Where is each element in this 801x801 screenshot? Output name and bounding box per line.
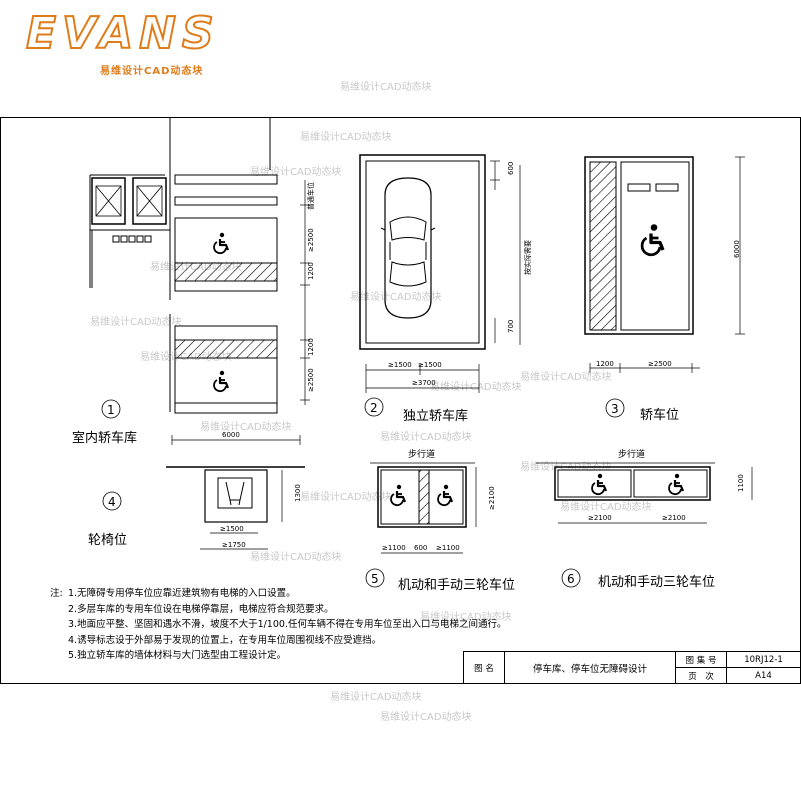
logo-subtitle: 易维设计CAD动态块: [100, 66, 204, 77]
f5-number: 5: [371, 572, 379, 586]
tb-name-value: 停车库、停车位无障碍设计: [504, 651, 676, 684]
f6-number-circle: [561, 568, 581, 588]
f3-number-circle: [605, 398, 625, 418]
f1-dim-c: 1200: [307, 338, 315, 356]
watermark-text: 易维设计CAD动态块: [200, 420, 292, 433]
watermark-text: 易维设计CAD动态块: [340, 80, 432, 93]
f3-dim-height: 6000: [733, 240, 741, 258]
watermark-text: 易维设计CAD动态块: [250, 550, 342, 563]
figure-6: 步行道 1100 ≥2100 ≥2100 6 机动和手动三轮车位: [536, 448, 753, 590]
note-2: 2.多层车库的专用车位设在电梯停靠层，电梯应符合规范要求。: [68, 603, 334, 615]
f1-dim-b: 1200: [307, 262, 315, 280]
title-block: 图 名 停车库、停车位无障碍设计 图 集 号 10RJ12-1 页 次 A14: [463, 651, 801, 684]
f2-dim-right: ≥1500: [418, 361, 442, 369]
note-3: 3.地面应平整、坚固和遇水不滑，坡度不大于1/100.任何车辆不得在专用车位至出…: [68, 619, 507, 630]
f2-number-circle: [364, 397, 384, 417]
f6-number: 6: [567, 572, 575, 586]
tb-page-value: A14: [726, 667, 801, 684]
f2-dim-left: ≥1500: [388, 361, 412, 369]
tb-name-label: 图 名: [463, 651, 505, 684]
f2-dim-bottom: 700: [507, 320, 515, 333]
f1-dim-d: ≥2500: [307, 368, 315, 392]
f2-dim-top: 600: [507, 162, 515, 175]
watermark-text: 易维设计CAD动态块: [380, 430, 472, 443]
watermark-text: 易维设计CAD动态块: [380, 710, 472, 723]
f6-dim-b: ≥2100: [662, 514, 686, 522]
f5-title: 机动和手动三轮车位: [398, 577, 515, 593]
f5-sidewalk-label: 步行道: [408, 448, 435, 460]
f2-dim-total: ≥3700: [412, 379, 436, 387]
tb-page-label: 页 次: [675, 667, 727, 684]
f5-number-circle: [365, 568, 385, 588]
notes-block: 注: 1.无障碍专用停车位应靠近建筑物有电梯的入口设置。 2.多层车库的专用车位设…: [50, 586, 506, 664]
logo: EVANS 易维设计CAD动态块: [12, 6, 215, 78]
f4-dim-height: 1300: [294, 484, 302, 502]
f3-dim-a: 1200: [596, 360, 614, 368]
figure-5: 步行道 ≥2100 ≥1100 600 ≥1100 5 机动和手动三轮车位: [365, 448, 515, 593]
f1-title: 室内轿车库: [72, 430, 137, 446]
f1-number: 1: [107, 403, 115, 417]
tb-atlas-label: 图 集 号: [675, 651, 727, 668]
watermark-text: 易维设计CAD动态块: [350, 290, 442, 303]
f4-dim-b: ≥1750: [222, 541, 246, 549]
f1-dim-total: 6000: [222, 431, 240, 439]
note-1: 1.无障碍专用停车位应靠近建筑物有电梯的入口设置。: [68, 588, 296, 599]
figure-2: 600 按实际需要 700 ≥1500 ≥1500 ≥3700 2 独立轿车库: [359, 154, 532, 424]
f2-number: 2: [370, 401, 378, 415]
tb-atlas-value: 10RJ12-1: [726, 651, 801, 668]
watermark-text: 易维设计CAD动态块: [90, 315, 182, 328]
watermark-text: 易维设计CAD动态块: [560, 500, 652, 513]
f6-title: 机动和手动三轮车位: [598, 574, 715, 590]
car-icon: [380, 177, 436, 319]
f5-dim-height: ≥2100: [488, 486, 496, 510]
f4-number: 4: [108, 495, 116, 509]
watermark-text: 易维设计CAD动态块: [430, 380, 522, 393]
watermark-text: 易维设计CAD动态块: [520, 370, 612, 383]
f6-dim-a: ≥2100: [588, 514, 612, 522]
f5-dim-a: ≥1100: [382, 544, 406, 552]
f1-dim-a: ≥2500: [307, 228, 315, 252]
watermark-text: 易维设计CAD动态块: [250, 165, 342, 178]
note-5: 5.独立轿车库的墙体材料与大门选型由工程设计定。: [68, 650, 287, 661]
f6-dim-height: 1100: [737, 474, 745, 492]
f6-sidewalk-label: 步行道: [618, 448, 645, 460]
f2-label-as-needed: 按实际需要: [523, 240, 532, 275]
f4-number-circle: [102, 491, 122, 511]
f5-dim-c: ≥1100: [436, 544, 460, 552]
f2-title: 独立轿车库: [403, 408, 468, 424]
watermark-text: 易维设计CAD动态块: [420, 610, 512, 623]
note-4: 4.诱导标志设于外部易于发现的位置上，在专用车位周围视线不应受遮挡。: [68, 634, 382, 646]
f3-title: 轿车位: [640, 407, 679, 423]
logo-text: EVANS: [25, 8, 220, 59]
f4-title: 轮椅位: [88, 533, 127, 548]
watermark-text: 易维设计CAD动态块: [300, 490, 392, 503]
f4-dim-a: ≥1500: [220, 525, 244, 533]
figure-3: 6000 1200 ≥2500 3 轿车位: [584, 156, 745, 423]
f3-number: 3: [611, 402, 619, 416]
f5-dim-b: 600: [414, 544, 427, 552]
figure-4: 1300 ≥1500 ≥1750 4 轮椅位: [88, 466, 305, 550]
f3-dim-b: ≥2500: [648, 360, 672, 368]
notes-lead: 注:: [50, 588, 63, 599]
f1-number-circle: [101, 399, 121, 419]
watermark-text: 易维设计CAD动态块: [330, 690, 422, 703]
figure-1: 普通车位 ≥2500 1200 1200 ≥2500 6000 1 室内轿车库: [72, 117, 315, 446]
f1-label-normal-spot: 普通车位: [306, 182, 315, 210]
watermark-text: 易维设计CAD动态块: [300, 130, 392, 143]
